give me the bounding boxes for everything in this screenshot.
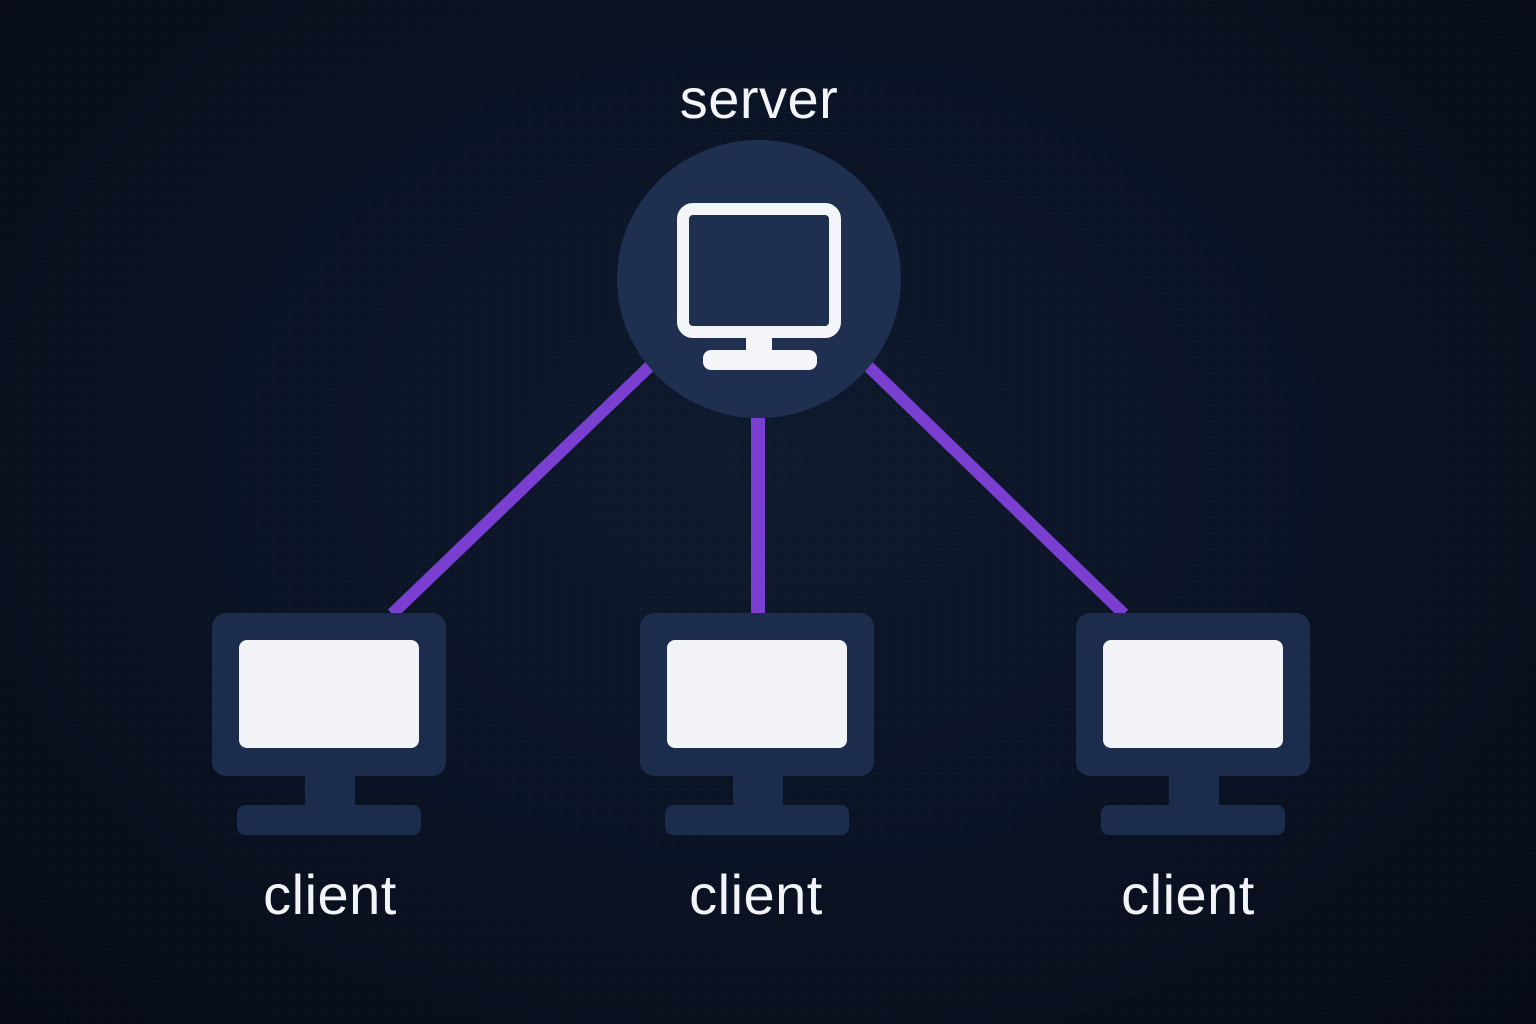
link-server-client-3 — [863, 361, 1129, 619]
client-label-3: client — [1121, 863, 1255, 926]
server-node[interactable] — [617, 140, 901, 418]
link-server-client-1 — [387, 361, 655, 619]
server-label: server — [679, 67, 839, 130]
client-label-2: client — [689, 863, 823, 926]
client-label-1: client — [263, 863, 397, 926]
